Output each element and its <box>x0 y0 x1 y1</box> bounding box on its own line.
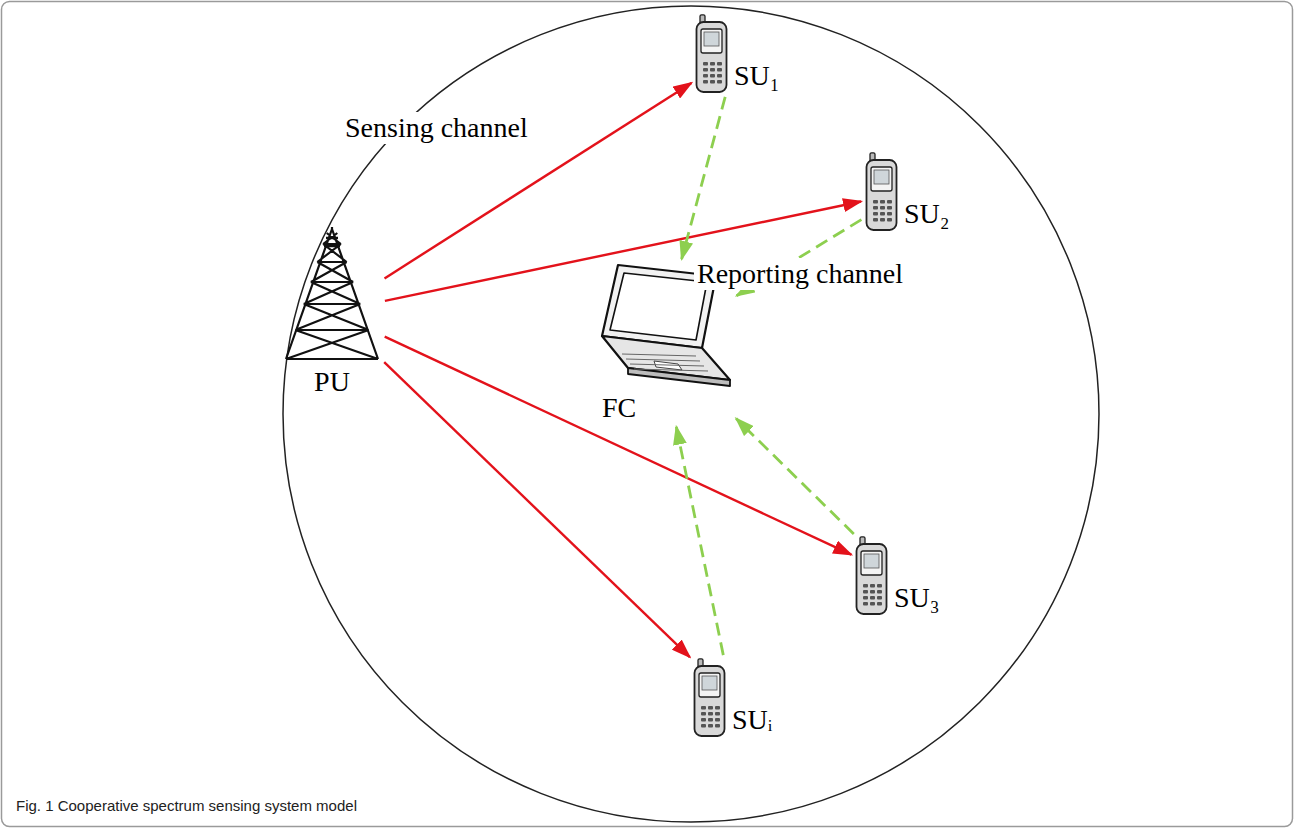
channel-label: Reporting channel <box>694 258 906 290</box>
reporting-channel-arrow <box>682 97 726 259</box>
node-label: PU <box>314 367 350 398</box>
node-label: SUᵢ <box>732 705 772 736</box>
node-label: FC <box>602 393 636 424</box>
secondary-user-phone: SUᵢ <box>692 658 772 738</box>
reporting-channel-arrow <box>676 427 723 655</box>
reporting-channel-arrow <box>736 419 854 534</box>
node-label: SU₂ <box>904 199 950 230</box>
secondary-user-phone: SU₂ <box>864 152 950 232</box>
phone-icon <box>854 536 890 616</box>
phone-icon <box>694 14 730 94</box>
secondary-user-phone: SU₃ <box>854 536 940 616</box>
node-label: SU₃ <box>894 583 940 614</box>
coverage-circle <box>283 6 1099 822</box>
primary-user-tower: PU <box>282 226 382 398</box>
channel-label: Sensing channel <box>342 112 531 144</box>
sensing-channel-arrow <box>384 362 690 657</box>
tower-icon <box>282 226 382 361</box>
sensing-channel-arrow <box>385 337 852 555</box>
secondary-user-phone: SU₁ <box>694 14 780 94</box>
phone-icon <box>864 152 900 232</box>
figure-caption: Fig. 1 Cooperative spectrum sensing syst… <box>16 797 357 814</box>
phone-icon <box>692 658 728 738</box>
node-label: SU₁ <box>734 61 780 92</box>
